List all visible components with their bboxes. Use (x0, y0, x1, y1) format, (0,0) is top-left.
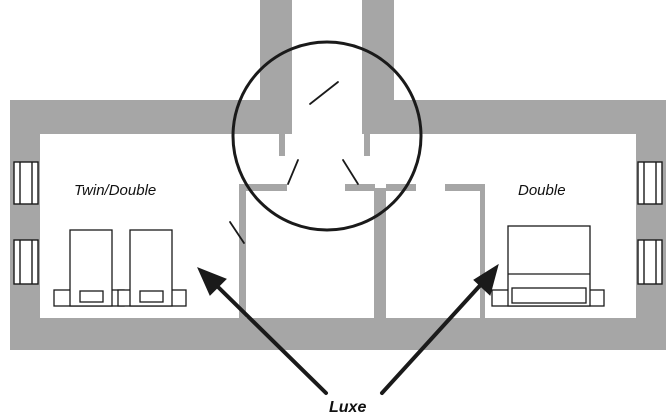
partition-right-vertical (480, 188, 485, 318)
wall-top-left (10, 100, 292, 134)
arrow-to-twin-room (197, 267, 328, 395)
window-right-lower (637, 239, 663, 285)
highlight-circle (231, 40, 423, 232)
partition-left-vertical (239, 188, 246, 318)
bed-double (491, 225, 605, 307)
wall-left (10, 100, 40, 350)
partition-top-a (239, 184, 287, 191)
door-twin-room (229, 221, 245, 244)
callout-arrows (197, 263, 499, 395)
outer-walls (10, 100, 666, 350)
window-left-upper (13, 161, 39, 205)
internal-partitions (239, 184, 485, 318)
corridor-walls (260, 0, 394, 156)
partition-top-c (386, 184, 416, 191)
door-corridor-right (342, 159, 359, 185)
corridor-stub-left (279, 134, 285, 156)
wall-bottom (10, 318, 666, 350)
wall-top-right (362, 100, 666, 134)
door-corridor-left (287, 159, 299, 185)
wall-right (636, 100, 666, 350)
bed-twin-right (117, 229, 187, 307)
window-left-lower (13, 239, 39, 285)
doors (229, 81, 359, 244)
corridor-stub-right (364, 134, 370, 156)
door-corridor-entry (309, 81, 339, 105)
window-right-upper (637, 161, 663, 205)
partition-top-d (445, 184, 485, 191)
room-label-double: Double (518, 182, 566, 199)
room-label-twin-double: Twin/Double (74, 182, 157, 199)
arrow-to-double-room (380, 263, 499, 395)
bed-twin-left (53, 229, 125, 307)
partition-center-vertical (374, 188, 386, 318)
callout-label-luxe: Luxe (329, 399, 367, 416)
partition-top-b (345, 184, 375, 191)
windows (13, 161, 663, 285)
